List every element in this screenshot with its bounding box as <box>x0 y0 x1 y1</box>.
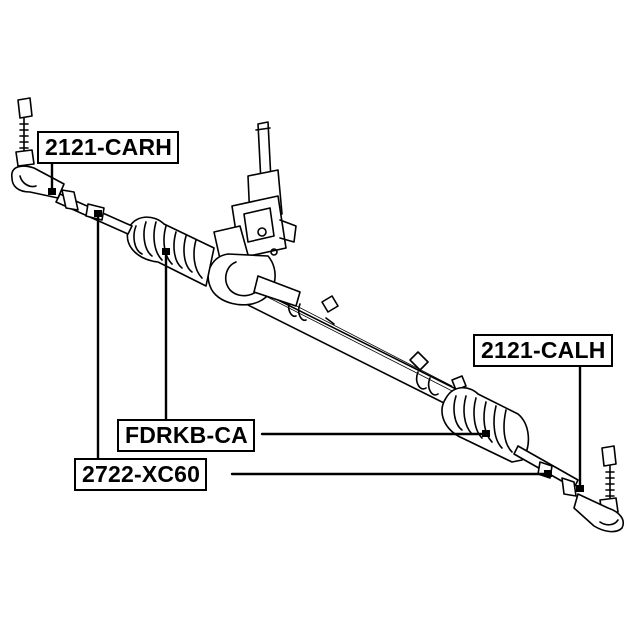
leader-dots <box>48 188 584 492</box>
dot-fdrkb-ca-left <box>162 248 170 255</box>
right-boot <box>441 386 530 463</box>
part-label-fdrkb-ca: FDRKB-CA <box>117 419 255 452</box>
dot-2121-calh <box>576 485 584 492</box>
left-boot <box>126 216 215 287</box>
part-label-2121-calh: 2121-CALH <box>473 334 613 367</box>
rack-housing <box>213 271 471 413</box>
pinion-housing <box>207 121 301 307</box>
dot-fdrkb-ca-right <box>482 430 490 437</box>
leader-lines <box>50 158 582 490</box>
right-tie-rod-end <box>573 445 624 533</box>
part-label-2722-xc60: 2722-XC60 <box>74 458 208 491</box>
part-label-2121-carh: 2121-CARH <box>37 131 180 164</box>
dot-2121-carh <box>48 188 56 195</box>
dot-2722-xc60-left <box>94 210 102 217</box>
dot-2722-xc60-right <box>544 470 552 477</box>
